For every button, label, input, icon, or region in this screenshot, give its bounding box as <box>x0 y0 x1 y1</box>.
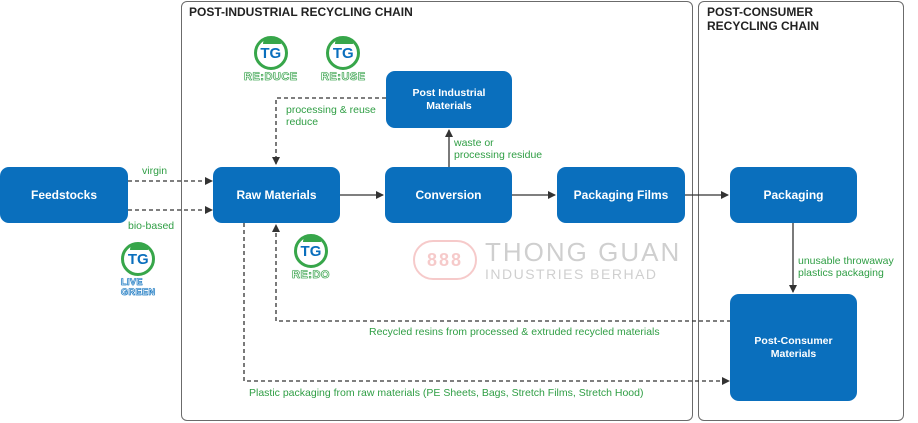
tg-leaf-icon: TG <box>326 36 361 70</box>
tg-leaf-icon: TG <box>121 242 156 276</box>
watermark-company-subtitle: INDUSTRIES BERHAD <box>485 266 658 282</box>
company-emblem-icon: 888 <box>413 240 477 280</box>
recycled-resins-label: Recycled resins from processed & extrude… <box>369 326 660 338</box>
reduce-logo-word: RE:DUCE <box>244 71 298 84</box>
company-watermark: 888 THONG GUAN INDUSTRIES BERHAD <box>413 238 681 282</box>
live-green-logo-word: LIVE GREEN <box>121 277 156 298</box>
virgin-label: virgin <box>142 165 168 177</box>
reuse-logo-word: RE:USE <box>321 71 366 84</box>
redo-logo: TG RE:DO <box>292 234 330 281</box>
plastic-packaging-label: Plastic packaging from raw materials (PE… <box>249 387 644 399</box>
raw-materials-node: Raw Materials <box>213 167 340 223</box>
post-consumer-title: POST-CONSUMER RECYCLING CHAIN <box>707 5 820 33</box>
post-industrial-panel <box>181 1 693 421</box>
processing-reuse-label: processing & reuse reduce <box>286 104 376 128</box>
feedstocks-node: Feedstocks <box>0 167 128 223</box>
post-consumer-panel <box>698 1 904 421</box>
packaging-node: Packaging <box>730 167 857 223</box>
waste-label: waste or processing residue <box>454 137 543 161</box>
tg-leaf-icon: TG <box>253 36 288 70</box>
redo-logo-word: RE:DO <box>292 269 330 282</box>
unusable-label: unusable throwaway plastics packaging <box>798 255 894 279</box>
live-green-logo: TG LIVE GREEN <box>121 242 156 297</box>
reuse-logo: TG RE:USE <box>321 36 366 83</box>
conversion-node: Conversion <box>385 167 512 223</box>
packaging-films-node: Packaging Films <box>557 167 685 223</box>
post-consumer-materials-node: Post-Consumer Materials <box>730 294 857 401</box>
recycled-resins-arrow <box>272 224 731 322</box>
reduce-logo: TG RE:DUCE <box>244 36 298 83</box>
processing-reuse-arrow <box>272 97 386 165</box>
plastic-packaging-arrow <box>243 216 730 385</box>
post-industrial-title: POST-INDUSTRIAL RECYCLING CHAIN <box>189 5 413 19</box>
tg-leaf-icon: TG <box>293 234 328 268</box>
bio-based-label: bio-based <box>128 220 175 232</box>
post-industrial-materials-node: Post Industrial Materials <box>386 71 512 128</box>
watermark-company-name: THONG GUAN <box>485 237 682 267</box>
